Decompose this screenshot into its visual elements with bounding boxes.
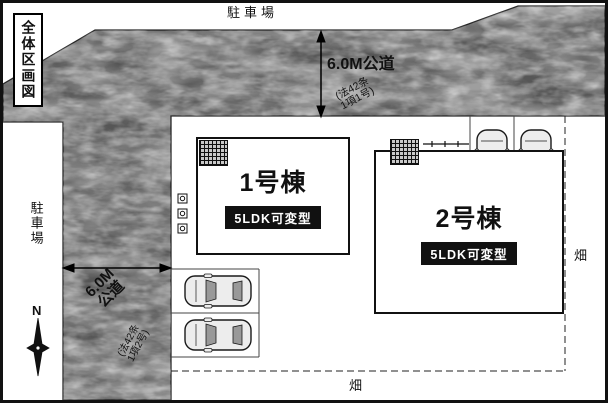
parking-stall-lines-bottom [171, 268, 260, 358]
building-2-badge: 5LDK可変型 [421, 242, 517, 265]
road-width-arrow-left [61, 263, 173, 273]
building-2-name: 2号棟 [435, 205, 503, 233]
building-1-badge: 5LDK可変型 [225, 206, 321, 229]
building-1-porch-hatch [199, 140, 228, 166]
fence-line-icon [423, 141, 469, 147]
road-width-arrow-top [316, 29, 326, 119]
building-2-porch-hatch [390, 139, 419, 165]
road-surface [3, 5, 605, 400]
plan-title: 全体区画図 [13, 13, 43, 107]
field-bottom-label: 畑 [349, 378, 363, 393]
field-right-label: 畑 [574, 248, 588, 263]
compass-north-label: N [32, 303, 42, 318]
car-icon [184, 273, 252, 309]
parking-left-label: 駐車場 [28, 201, 44, 246]
building-1-name: 1号棟 [239, 169, 307, 197]
plot-boundary [171, 116, 566, 372]
road-top-label: 6.0M公道 [327, 56, 395, 73]
car-icon [184, 317, 252, 353]
parking-top-label: 駐車場 [227, 5, 279, 20]
building-2: 2号棟 5LDK可変型 [374, 150, 564, 314]
compass-icon [26, 317, 50, 377]
utility-meter-icons [177, 193, 188, 234]
site-plan-canvas [3, 5, 605, 400]
